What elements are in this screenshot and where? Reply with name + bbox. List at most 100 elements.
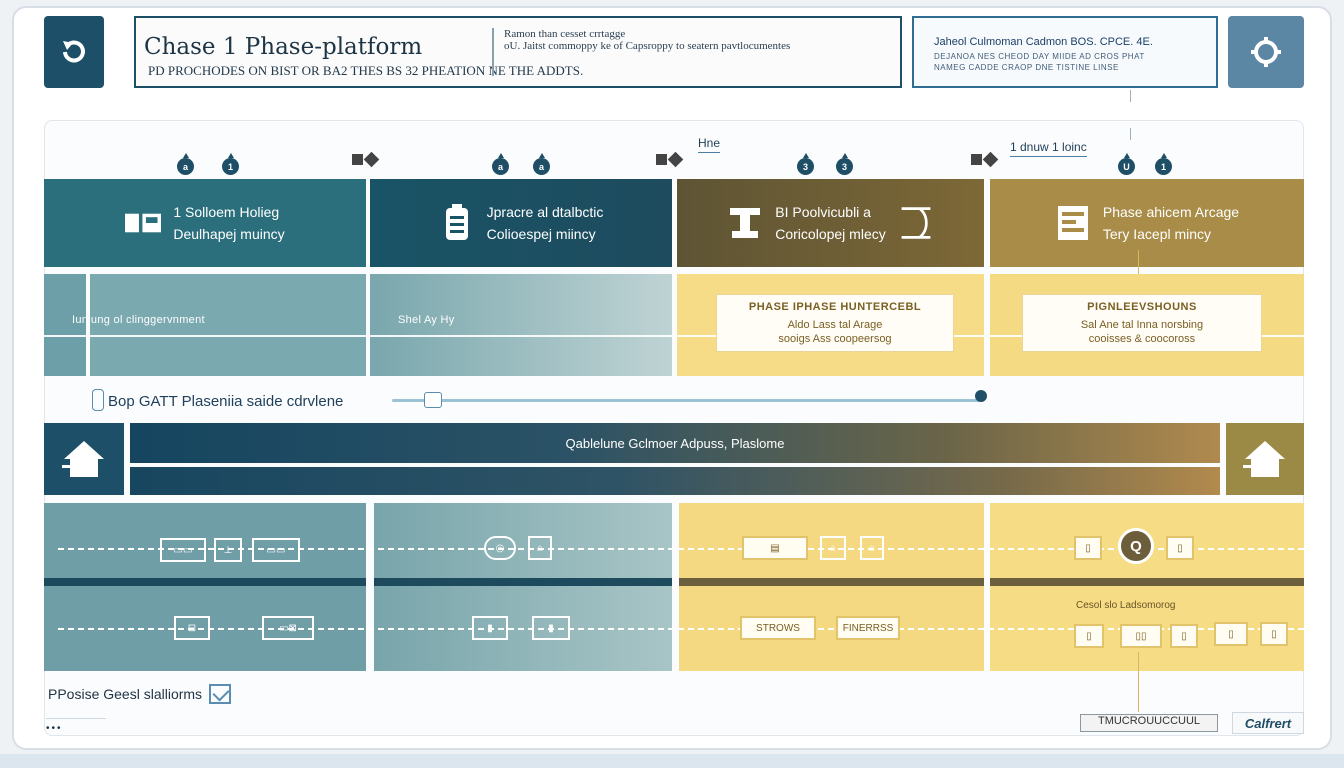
platform-sub-band: [130, 467, 1220, 495]
timeline-handle[interactable]: [424, 392, 442, 408]
legend-label: PPosise Geesl slalliorms: [48, 686, 203, 702]
platform-banner: Qablelune Gclmoer Adpuss, Plaslome: [130, 423, 1220, 463]
process-node-icon[interactable]: ▯: [1260, 622, 1288, 646]
refresh-icon: [63, 40, 85, 63]
footer-chip[interactable]: TMUCROUUCCUUL: [1080, 714, 1218, 732]
corner-mark: •••: [46, 718, 106, 736]
timeline-label: Bop GATT Plaseniia saide cdrvlene: [108, 393, 344, 410]
platform-banner-text: Qablelune Gclmoer Adpuss, Plaslome: [565, 435, 785, 451]
home-icon: [1243, 441, 1285, 477]
info-line-1: Jaheol Culmoman Cadmon BOS. CPCE. 4E.: [934, 36, 1153, 48]
phase-2-subpanel: [370, 274, 672, 376]
phase-4-title: Phase ahicem Arcage: [1102, 204, 1240, 220]
process-node-icon[interactable]: ▭▭: [252, 538, 300, 562]
title-panel: Chase 1 Phase-platform PD PROCHODES ON B…: [134, 16, 902, 88]
home-button-right[interactable]: [1226, 423, 1304, 495]
phase-1-text: 1 Solloem Holieg Deulhapej muincy: [173, 204, 284, 242]
process-node-icon[interactable]: ▯: [1074, 536, 1102, 560]
timeline-track[interactable]: [392, 399, 980, 402]
phase-1-subpanel-a: [44, 274, 86, 376]
subpanel-divider: [370, 335, 672, 337]
lane-4-caption: Cesol slo Ladsomorog: [1076, 600, 1176, 611]
phase-1-subtitle: Deulhapej muincy: [173, 226, 285, 242]
connector-line: [1138, 652, 1139, 712]
process-node-icon[interactable]: ▯: [1170, 624, 1198, 648]
tag-marker-icon: [971, 151, 999, 168]
phase-4-card-line-3: cooisses & coocoross: [1088, 333, 1196, 345]
phase-4-card[interactable]: PIGNLEEVSHOUNS Sal Ane tal Inna norsbing…: [1022, 294, 1262, 352]
process-node-icon[interactable]: ◎: [484, 536, 516, 560]
tool-icon: [727, 205, 763, 241]
lane-label-right: 1 dnuw 1 loinc: [1010, 140, 1087, 157]
process-node-icon[interactable]: ▯: [1214, 622, 1248, 646]
title-note-line-1: Ramon than cesset crrtagge: [504, 28, 626, 40]
process-node-icon[interactable]: ⊥: [214, 538, 242, 562]
process-node-icon[interactable]: ▯▯: [1120, 624, 1162, 648]
home-button-left[interactable]: [44, 423, 124, 495]
phase-2-header[interactable]: Jpracre al dtalbctic Colioespej miincy: [370, 179, 672, 267]
process-node-icon[interactable]: ▯: [1074, 624, 1104, 648]
clipboard-icon: [439, 204, 475, 241]
step-marker: 3: [797, 153, 814, 175]
phase-2-text: Jpracre al dtalbctic Colioespej miincy: [487, 204, 604, 242]
step-marker: a: [177, 153, 194, 175]
phase-4-text: Phase ahicem Arcage Tery Iacepl mincy: [1103, 204, 1239, 242]
lane-3-node-a[interactable]: STROWS: [740, 616, 816, 640]
phase-2-subtitle: Colioespej miincy: [486, 226, 596, 242]
subpanel-divider: [44, 335, 366, 337]
phase-3-header[interactable]: BI Poolvicubli a Coricolopej mlecy: [677, 179, 984, 267]
title-note: Ramon than cesset crrtagge oU. Jaitst co…: [492, 28, 888, 76]
lane-1: [44, 503, 366, 671]
lane-3-node-b[interactable]: FINERRSS: [836, 616, 900, 640]
process-node-icon[interactable]: ⊟: [174, 616, 210, 640]
page-subtitle: PD PROCHODES ON BIST OR BA2 THES BS 32 P…: [148, 63, 584, 78]
title-note-line-2: oU. Jaitst commoppy ke of Capsroppy to s…: [504, 40, 791, 52]
step-marker: a: [492, 153, 509, 175]
phase-3-card[interactable]: PHASE IPHASE HUNTERCEBL Aldo Lass tal Ar…: [716, 294, 954, 352]
process-node-icon[interactable]: ▮: [472, 616, 508, 640]
bracket-icon: [898, 205, 934, 241]
phase-3-title: BI Poolvicubli a: [775, 204, 871, 220]
process-node-icon[interactable]: ⌂: [820, 536, 846, 560]
phase-3-card-line-3: sooigs Ass coopeersog: [778, 333, 892, 345]
settings-button[interactable]: [1228, 16, 1304, 88]
checkbox-icon[interactable]: [209, 684, 231, 704]
phase-3-subtitle: Coricolopej mlecy: [775, 226, 886, 242]
phase-1-subpanel-b: [90, 274, 366, 376]
footer-brand-logo: Calfrert: [1232, 712, 1304, 734]
phase-2-title: Jpracre al dtalbctic: [486, 204, 604, 220]
step-marker: 3: [836, 153, 853, 175]
timeline-end-pin[interactable]: [975, 390, 987, 402]
lane-4-badge[interactable]: Q: [1118, 528, 1154, 564]
phase-1-header[interactable]: 1 Solloem Holieg Deulhapej muincy: [44, 179, 366, 267]
phase-1-subtext: Iunlung ol clinggervnment: [72, 314, 205, 326]
process-node-icon[interactable]: ▭⊠: [262, 616, 314, 640]
refresh-button[interactable]: [44, 16, 104, 88]
process-node-icon[interactable]: ▤: [742, 536, 808, 560]
lane-divider: [990, 578, 1304, 586]
phase-4-header[interactable]: Phase ahicem Arcage Tery Iacepl mincy: [990, 179, 1304, 267]
flow-dashed-line: [58, 548, 1304, 550]
process-node-icon[interactable]: ▭▭: [160, 538, 206, 562]
lane-divider: [44, 578, 366, 586]
process-node-icon[interactable]: ▯: [1166, 536, 1194, 560]
process-node-icon[interactable]: ⌂: [860, 536, 884, 560]
lane-divider: [374, 578, 672, 586]
step-marker: U: [1118, 153, 1135, 175]
process-node-icon[interactable]: ⌂: [528, 536, 552, 560]
gear-icon: [1251, 37, 1281, 67]
info-line-2: DEJANOA NES CHEOD DAY MIIDE AD CROS PHAT: [934, 52, 1145, 61]
step-marker: 1: [222, 153, 239, 175]
phase-1-title: 1 Solloem Holieg: [173, 204, 280, 220]
lane-divider: [679, 578, 984, 586]
process-node-icon[interactable]: ▮: [532, 616, 570, 640]
connector-line: [1138, 250, 1139, 276]
document-icon: [1055, 205, 1091, 241]
lane-2: [374, 503, 672, 671]
step-marker: 1: [1155, 153, 1172, 175]
phase-3-card-line-2: Aldo Lass tal Arage: [787, 319, 883, 331]
lane-3: [679, 503, 984, 671]
flow-dashed-line: [58, 628, 1304, 630]
bottom-strip: [0, 754, 1344, 768]
step-marker: a: [533, 153, 550, 175]
